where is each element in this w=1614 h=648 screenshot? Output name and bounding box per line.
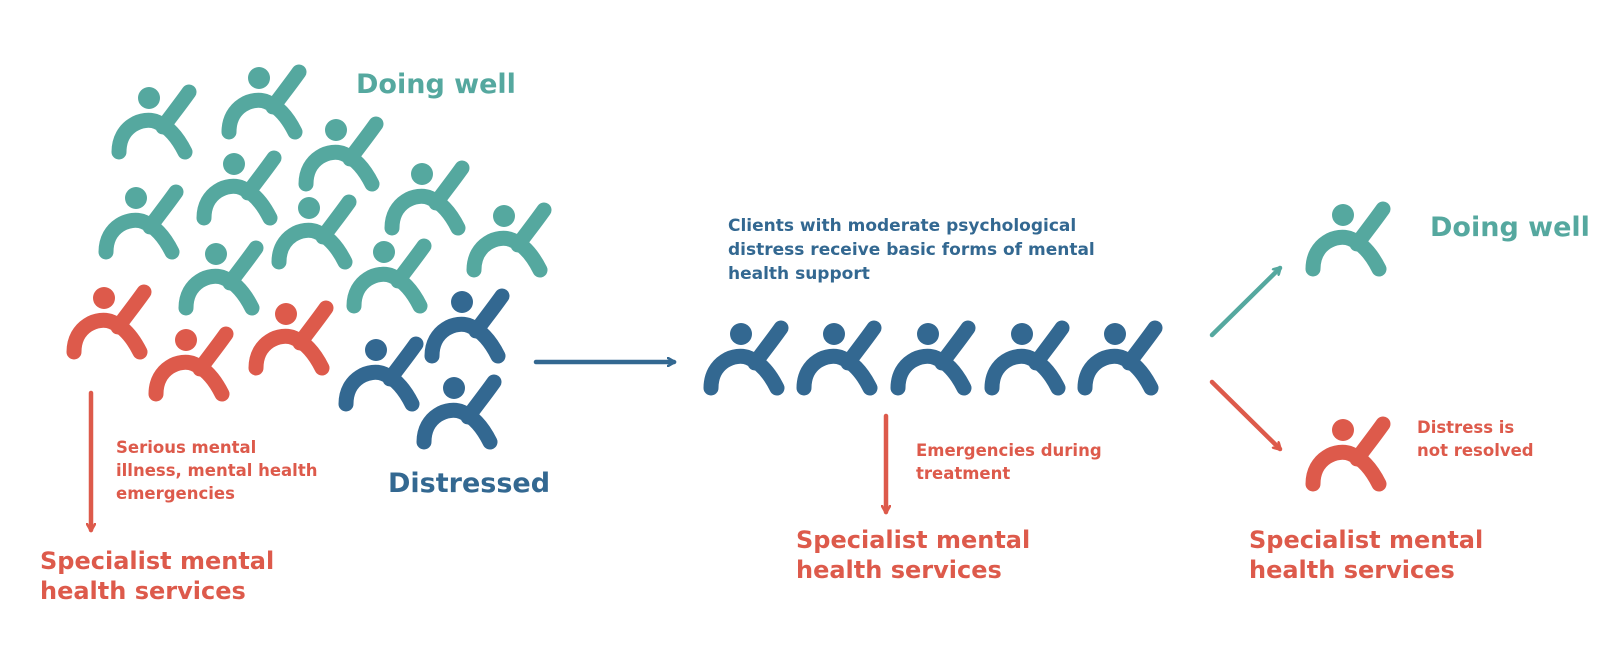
emergencies-line-2: treatment (916, 464, 1011, 483)
emergencies-during-treatment-label: Emergencies during treatment (916, 439, 1102, 485)
person-icon (178, 240, 264, 316)
person-icon (796, 320, 882, 396)
person-icon (890, 320, 976, 396)
doing-well-label-top: Doing well (356, 69, 516, 100)
emergencies-line-1: Emergencies during (916, 441, 1102, 460)
person-icon (66, 284, 152, 360)
person-icon (1077, 320, 1163, 396)
specialist-services-left: Specialist mental health services (40, 546, 274, 606)
basic-support-line-3: health support (728, 264, 870, 284)
specialist-right-line-2: health services (1249, 556, 1455, 584)
person-icon (703, 320, 789, 396)
person-icon (1305, 201, 1391, 277)
person-icon (111, 84, 197, 160)
specialist-right-line-1: Specialist mental (1249, 526, 1484, 554)
distressed-label: Distressed (388, 468, 551, 499)
person-icon (248, 300, 334, 376)
distress-line-2: not resolved (1417, 441, 1534, 460)
serious-illness-line-1: Serious mental (116, 438, 257, 457)
specialist-services-middle: Specialist mental health services (796, 525, 1030, 585)
basic-support-line-1: Clients with moderate psychological (728, 216, 1077, 236)
specialist-left-line-1: Specialist mental (40, 547, 275, 575)
person-icon (984, 320, 1070, 396)
serious-illness-line-2: illness, mental health (116, 461, 318, 480)
basic-support-description: Clients with moderate psychological dist… (728, 214, 1095, 286)
person-icon (298, 116, 384, 192)
person-icon (384, 160, 470, 236)
person-icon (424, 288, 510, 364)
person-icon (98, 184, 184, 260)
arrow-to-doing-well (1209, 265, 1283, 338)
distress-line-1: Distress is (1417, 418, 1515, 437)
person-icon (338, 336, 424, 412)
person-icon (1305, 416, 1391, 492)
arrow-to-not-resolved (1209, 379, 1283, 452)
person-icon (346, 238, 432, 314)
specialist-services-right: Specialist mental health services (1249, 525, 1483, 585)
distress-not-resolved-label: Distress is not resolved (1417, 416, 1534, 462)
person-icon (271, 194, 357, 270)
basic-support-line-2: distress receive basic forms of mental (728, 240, 1095, 260)
specialist-middle-line-1: Specialist mental (796, 526, 1031, 554)
serious-illness-label: Serious mental illness, mental health em… (116, 436, 317, 505)
doing-well-label-right: Doing well (1430, 212, 1590, 243)
specialist-middle-line-2: health services (796, 556, 1002, 584)
serious-illness-line-3: emergencies (116, 484, 235, 503)
person-icon (221, 64, 307, 140)
person-icon (148, 326, 234, 402)
person-icon (196, 150, 282, 226)
person-icon (416, 374, 502, 450)
person-icon (466, 202, 552, 278)
specialist-left-line-2: health services (40, 577, 246, 605)
